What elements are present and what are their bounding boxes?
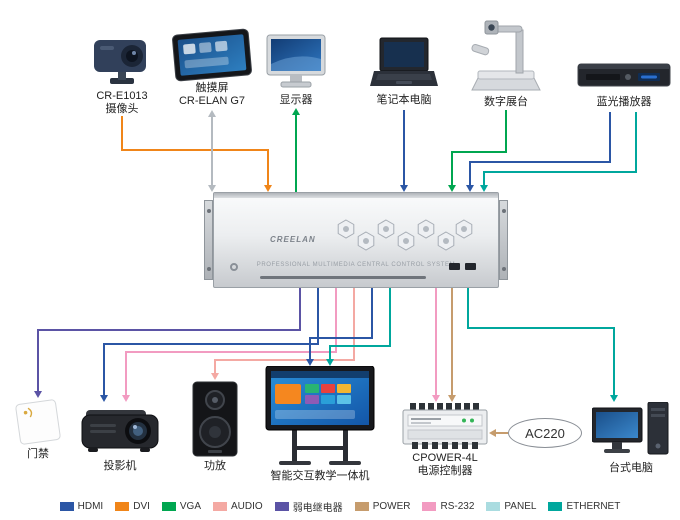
touchscreen-label: 触摸屏 [195,82,229,94]
smartboard-label: 智能交互教学一体机 [270,470,370,482]
device-projector: 投影机 [80,402,160,473]
unit-front-panel: CREELAN PROFESSIONAL MULTIMEDIA CENTRAL … [213,192,499,288]
access-card-icon [15,399,61,445]
device-desktop: 台式电脑 [592,402,670,475]
ac220-source: AC220 [508,418,582,448]
legend-swatch-relay [274,502,289,511]
screw-icon [207,209,211,213]
device-bluray: 蓝光播放器 [576,52,672,109]
hexagon-feature-icons [337,219,473,251]
rack-ear-right [499,200,508,280]
legend: HDMI DVI VGA AUDIO 弱电继电器 POWER RS-232 PA… [0,499,680,514]
wire-projector-rs232 [122,288,337,402]
wire-projector-hdmi [100,288,319,402]
device-power-controller: CPOWER-4L 电源控制器 [402,402,488,478]
legend-item-hdmi: HDMI [59,501,103,512]
desktop-computer-icon [592,402,669,455]
wire-amplifier-audio [211,288,355,380]
legend-item-power: POWER [354,501,410,512]
unit-caption: PROFESSIONAL MULTIMEDIA CENTRAL CONTROL … [256,262,456,268]
power-button-icon [230,263,238,271]
wire-laptop-hdmi [400,110,408,192]
wire-bluray-ethernet [480,112,637,192]
device-touchscreen: 触摸屏 CR-ELAN G7 [172,28,252,108]
unit-top-edge [214,193,498,198]
wire-cpower-rs232 [432,288,440,402]
power-controller-label: CPOWER-4L [412,452,478,464]
wire-touchscreen-panel [208,110,216,192]
legend-item-ethernet: ETHERNET [548,501,620,512]
device-laptop: 笔记本电脑 [370,36,438,107]
laptop-label: 笔记本电脑 [376,94,432,106]
device-visualizer: 数字展台 [470,16,542,109]
legend-swatch-dvi [115,502,130,511]
device-access-control: 门禁 [12,398,64,461]
screw-icon [207,267,211,271]
vent-slot [260,276,426,279]
wire-smartboard-ethernet [326,288,391,366]
power-controller-icon [402,403,488,449]
brand-logo: CREELAN [270,235,316,244]
legend-item-dvi: DVI [115,501,150,512]
device-amplifier: 功放 [190,380,240,473]
legend-swatch-panel [486,502,501,511]
usb-port-icon [449,263,460,270]
legend-swatch-vga [161,502,176,511]
legend-item-relay: 弱电继电器 [274,499,343,514]
legend-swatch-power [354,502,369,511]
usb-port-icon [465,263,476,270]
wire-desktop-ethernet [467,288,618,402]
ac220-label: AC220 [525,425,565,441]
legend-item-panel: PANEL [486,501,536,512]
device-smartboard: 智能交互教学一体机 [262,366,378,483]
bluray-player-icon [577,63,671,87]
visualizer-label: 数字展台 [484,96,528,108]
legend-swatch-rs232 [422,502,437,511]
screw-icon [502,209,506,213]
legend-swatch-ethernet [548,502,563,511]
wire-visualizer-vga [448,110,507,192]
front-ports [449,263,476,270]
legend-swatch-hdmi [59,502,74,511]
desktop-label: 台式电脑 [609,462,653,474]
bluray-label: 蓝光播放器 [596,96,652,108]
speaker-amplifier-icon [192,381,238,457]
wire-ac220-power [489,429,508,437]
monitor-icon [266,34,326,88]
device-camera: CR-E1013 摄像头 [88,32,156,116]
touchscreen-sublabel: CR-ELAN G7 [178,95,246,107]
touch-panel-icon [172,28,252,82]
wire-monitor-vga [292,108,300,192]
access-label: 门禁 [27,448,49,460]
wire-camera-dvi [121,116,272,192]
camera-label: CR-E1013 [96,90,148,102]
central-control-unit: CREELAN PROFESSIONAL MULTIMEDIA CENTRAL … [204,192,508,288]
monitor-label: 显示器 [279,94,313,106]
document-camera-icon [471,20,541,91]
camera-sublabel: 摄像头 [105,103,139,115]
amplifier-label: 功放 [204,460,226,472]
legend-item-audio: AUDIO [213,501,263,512]
legend-item-rs232: RS-232 [422,501,474,512]
projector-label: 投影机 [103,460,137,472]
legend-swatch-audio [213,502,228,511]
wire-access-relay [34,288,301,398]
interactive-panel-icon [265,366,375,465]
rack-ear-left [204,200,213,280]
wire-bluray-hdmi [466,112,611,192]
wire-smartboard-hdmi [306,288,373,366]
laptop-icon [370,37,438,86]
wire-cpower-power [448,288,456,402]
projector-icon [81,410,159,452]
device-monitor: 显示器 [266,34,326,107]
power-controller-sublabel: 电源控制器 [417,465,473,477]
legend-item-vga: VGA [161,501,201,512]
ptz-camera-icon [94,40,146,84]
screw-icon [502,267,506,271]
